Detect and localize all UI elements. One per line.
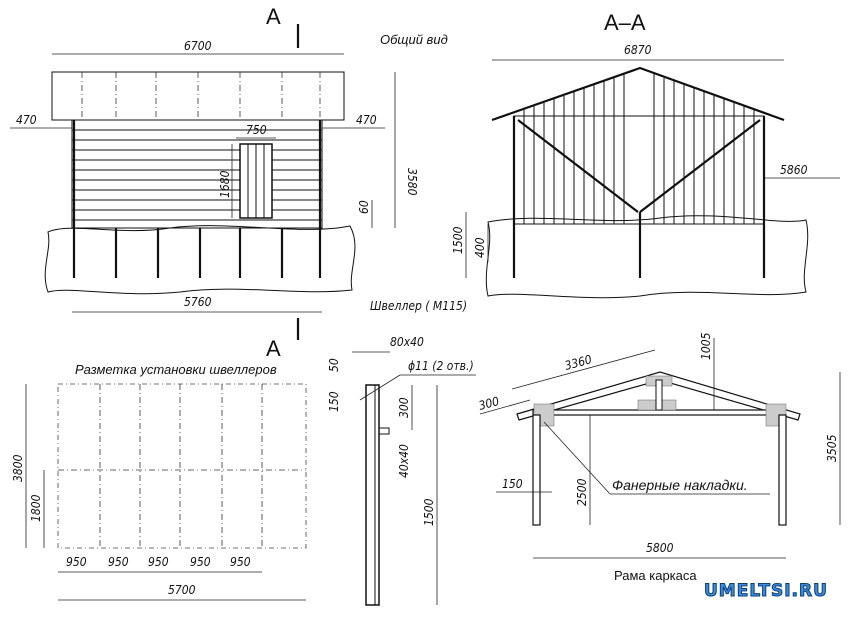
dim-470-left: 470: [16, 113, 37, 127]
channel-note: Швеллер ( М115): [370, 299, 467, 313]
dim-50: 50: [327, 358, 341, 372]
dim-470-right: 470: [356, 113, 377, 127]
dim-300: 300: [397, 397, 411, 418]
dim-750: 750: [246, 123, 267, 137]
dim-3360: 3360: [563, 352, 593, 373]
frame-title: Рама каркаса: [614, 568, 697, 583]
dim-150: 150: [327, 391, 341, 412]
channel-detail: 80x40 50 150 ϕ11 (2 отв.) 300 40x40 1500: [327, 335, 476, 606]
dim-950-2: 950: [108, 555, 129, 569]
dim-3800: 3800: [11, 454, 25, 482]
dim-1680: 1680: [218, 170, 232, 198]
section-view: 6870 5860 1500 400 А–А: [451, 10, 840, 299]
general-view: 6700 470 470 750 1680 3580 60 5760 Швелл…: [10, 4, 467, 361]
dim-1005: 1005: [699, 332, 713, 360]
section-title: А–А: [604, 10, 646, 35]
section-mark-top: А: [266, 4, 281, 29]
dim-5800: 5800: [646, 541, 674, 555]
wall-boards: [71, 119, 323, 229]
watermark-logo: UMELTSI.RU: [704, 581, 828, 601]
dim-950-3: 950: [148, 555, 169, 569]
section-mark-bottom: А: [266, 336, 281, 361]
dim-5700: 5700: [168, 583, 196, 597]
dim-60: 60: [357, 200, 371, 214]
dim-950-5: 950: [230, 555, 251, 569]
right-post: [778, 414, 787, 526]
dim-5860: 5860: [780, 163, 808, 177]
dim-400: 400: [473, 237, 487, 258]
bracket: [378, 427, 390, 435]
dim-3580: 3580: [405, 168, 419, 196]
dim-3505: 3505: [825, 434, 839, 462]
dim-1500: 1500: [451, 226, 465, 254]
posts: [72, 120, 322, 278]
dim-150: 150: [502, 477, 523, 491]
dim-1800: 1800: [29, 494, 43, 522]
layout-plan-title: Разметка установки швеллеров: [75, 362, 277, 377]
holes-note: ϕ11 (2 отв.): [408, 359, 474, 373]
dim-950-1: 950: [66, 555, 87, 569]
plates-note: Фанерные накладки.: [612, 477, 748, 493]
tie-beam: [532, 409, 786, 416]
roof-dashes: [81, 72, 321, 120]
dim-950-4: 950: [190, 555, 211, 569]
dim-40x40: 40x40: [397, 444, 411, 478]
dim-80x40: 80x40: [390, 335, 424, 349]
dim-1500: 1500: [422, 498, 436, 526]
dim-300: 300: [477, 394, 501, 413]
frame: 3360 300 1005 3505 150 2500 Фанерные нак…: [477, 332, 841, 583]
left-post: [532, 414, 541, 526]
wall-studs: [523, 74, 755, 224]
general-view-title: Общий вид: [380, 32, 448, 47]
rafters: [516, 371, 801, 421]
dim-5760: 5760: [184, 295, 212, 309]
ground-hatch: [485, 215, 809, 299]
roof-line: [491, 66, 785, 122]
dim-6870: 6870: [624, 43, 652, 57]
channel: [365, 384, 380, 606]
dim-6700: 6700: [184, 39, 212, 53]
layout-plan: Разметка установки швеллеров 3800 1800 9…: [11, 362, 307, 601]
dim-2500: 2500: [575, 478, 589, 506]
